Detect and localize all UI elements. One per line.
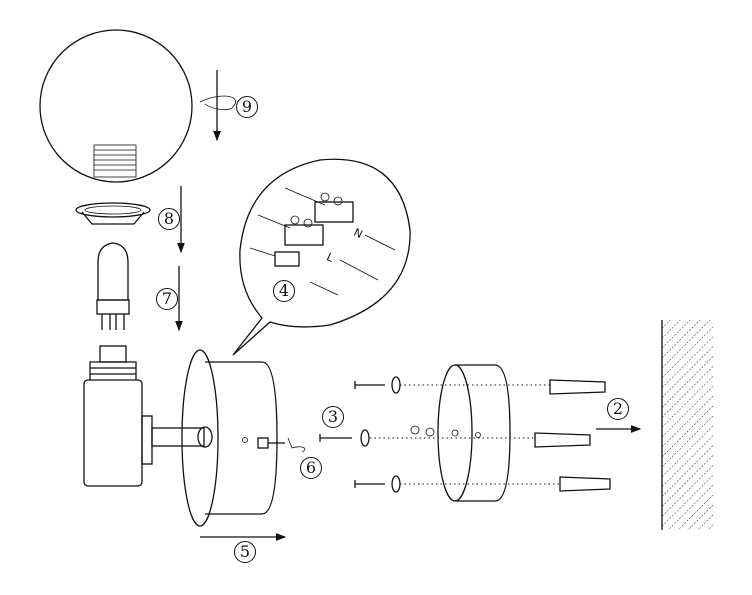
mounting-screws bbox=[319, 376, 435, 493]
wall-plugs bbox=[534, 379, 611, 492]
step-6-label: 6 bbox=[300, 457, 322, 479]
step-3-label: 3 bbox=[322, 406, 344, 428]
lamp-holder bbox=[83, 345, 213, 487]
step-5-label: 5 bbox=[234, 541, 256, 563]
terminal-blocks bbox=[249, 187, 396, 296]
rotate-icon bbox=[199, 95, 236, 111]
glass-globe bbox=[39, 29, 193, 183]
wall-plate bbox=[181, 349, 278, 527]
g9-bulb bbox=[96, 242, 130, 330]
step-4-label: 4 bbox=[273, 280, 295, 302]
step-2-label: 2 bbox=[607, 398, 629, 420]
step-8-label: 8 bbox=[158, 208, 180, 230]
mounting-bracket bbox=[437, 364, 511, 502]
grub-screw bbox=[257, 437, 306, 453]
step-7-label: 7 bbox=[156, 288, 178, 310]
retaining-ring bbox=[75, 202, 151, 225]
step-9-label: 9 bbox=[236, 96, 258, 118]
wiring-callout bbox=[232, 158, 411, 356]
wall bbox=[661, 320, 714, 530]
